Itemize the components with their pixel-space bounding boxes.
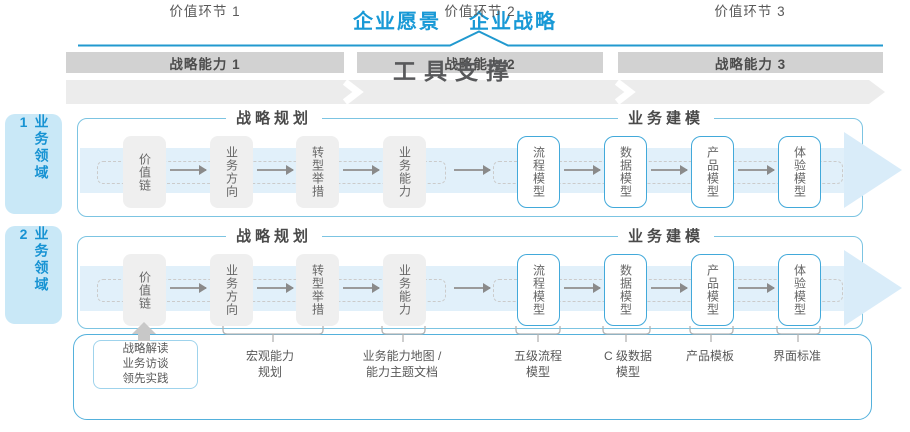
domain-label-2: 业务领域 2	[5, 226, 62, 324]
flow-arrow-icon	[738, 165, 775, 175]
product-model-box: 产品模型	[691, 254, 734, 326]
flow-arrow-icon	[454, 283, 491, 293]
domain-row-panel-2: 战略规划 业务建模 价值链 业务方向 转型举措 业务能力 流程模型 数据模型 产…	[77, 226, 902, 329]
modeling-dashed-group	[493, 161, 843, 184]
bottom-label-capability-map: 业务能力地图 / 能力主题文档	[362, 349, 442, 379]
transformation-initiative-box: 转型举措	[296, 254, 339, 326]
planning-dashed-group	[97, 161, 446, 184]
flow-arrow-icon	[651, 165, 688, 175]
tool-support-label: 工具支撑	[393, 58, 517, 84]
flow-arrow-icon	[343, 165, 380, 175]
experience-model-box: 体验模型	[778, 254, 821, 326]
capability-bar-2: 战略能力 2	[357, 52, 603, 73]
diagram-title: 企业愿景 企业战略	[0, 5, 910, 34]
band-arrow-icon	[844, 132, 902, 208]
business-capability-box: 业务能力	[383, 254, 426, 326]
transformation-initiative-box: 转型举措	[296, 136, 339, 208]
experience-model-box: 体验模型	[778, 136, 821, 208]
up-arrow-stem	[138, 333, 150, 341]
business-direction-box: 业务方向	[210, 254, 253, 326]
value-link-label-1: 价值环节 1	[169, 4, 241, 19]
bottom-label-macro-capability: 宏观能力 规划	[245, 349, 295, 379]
data-model-box: 数据模型	[604, 136, 647, 208]
value-link-label-2: 价值环节 2	[444, 4, 516, 19]
flow-arrow-icon	[343, 283, 380, 293]
flow-arrow-icon	[170, 283, 207, 293]
domain-label-1: 业务领域 1	[5, 114, 62, 214]
flow-arrow-icon	[738, 283, 775, 293]
flow-arrow-icon	[564, 165, 601, 175]
modeling-dashed-group	[493, 279, 843, 302]
flow-arrow-icon	[651, 283, 688, 293]
tool-support-container	[73, 334, 872, 420]
capability-bar-1: 战略能力 1	[66, 52, 344, 73]
process-model-box: 流程模型	[517, 254, 560, 326]
product-model-box: 产品模型	[691, 136, 734, 208]
value-link-label-3: 价值环节 3	[714, 4, 786, 19]
process-model-box: 流程模型	[517, 136, 560, 208]
band-arrow-icon	[844, 250, 902, 326]
flow-arrow-icon	[170, 165, 207, 175]
bottom-label-data-model: C 级数据 模型	[603, 349, 653, 379]
flow-arrow-icon	[257, 283, 294, 293]
value-link-bar	[66, 80, 885, 104]
capability-bar-3: 战略能力 3	[618, 52, 883, 73]
strategy-title: 企业战略	[469, 11, 557, 33]
value-chain-box: 价值链	[123, 136, 166, 208]
business-capability-box: 业务能力	[383, 136, 426, 208]
flow-arrow-icon	[454, 165, 491, 175]
up-arrow-head	[132, 322, 156, 334]
data-model-box: 数据模型	[604, 254, 647, 326]
bottom-label-ui-standard: 界面标准	[772, 349, 822, 363]
bottom-label-product-template: 产品模板	[685, 349, 735, 363]
flow-arrow-icon	[257, 165, 294, 175]
planning-dashed-group	[97, 279, 446, 302]
value-chain-box: 价值链	[123, 254, 166, 326]
planning-header: 战略规划	[225, 108, 323, 129]
planning-header: 战略规划	[225, 226, 323, 247]
domain-row-panel-1: 战略规划 业务建模 价值链 业务方向 转型举措 业务能力 流程模型 数据模型 产…	[77, 108, 902, 217]
practice-input-box: 战略解读 业务访谈 领先实践	[93, 340, 198, 389]
flow-arrow-icon	[564, 283, 601, 293]
modeling-header: 业务建模	[617, 226, 715, 247]
modeling-header: 业务建模	[617, 108, 715, 129]
bottom-label-process-model: 五级流程 模型	[513, 349, 563, 379]
vision-title: 企业愿景	[353, 11, 441, 33]
business-direction-box: 业务方向	[210, 136, 253, 208]
